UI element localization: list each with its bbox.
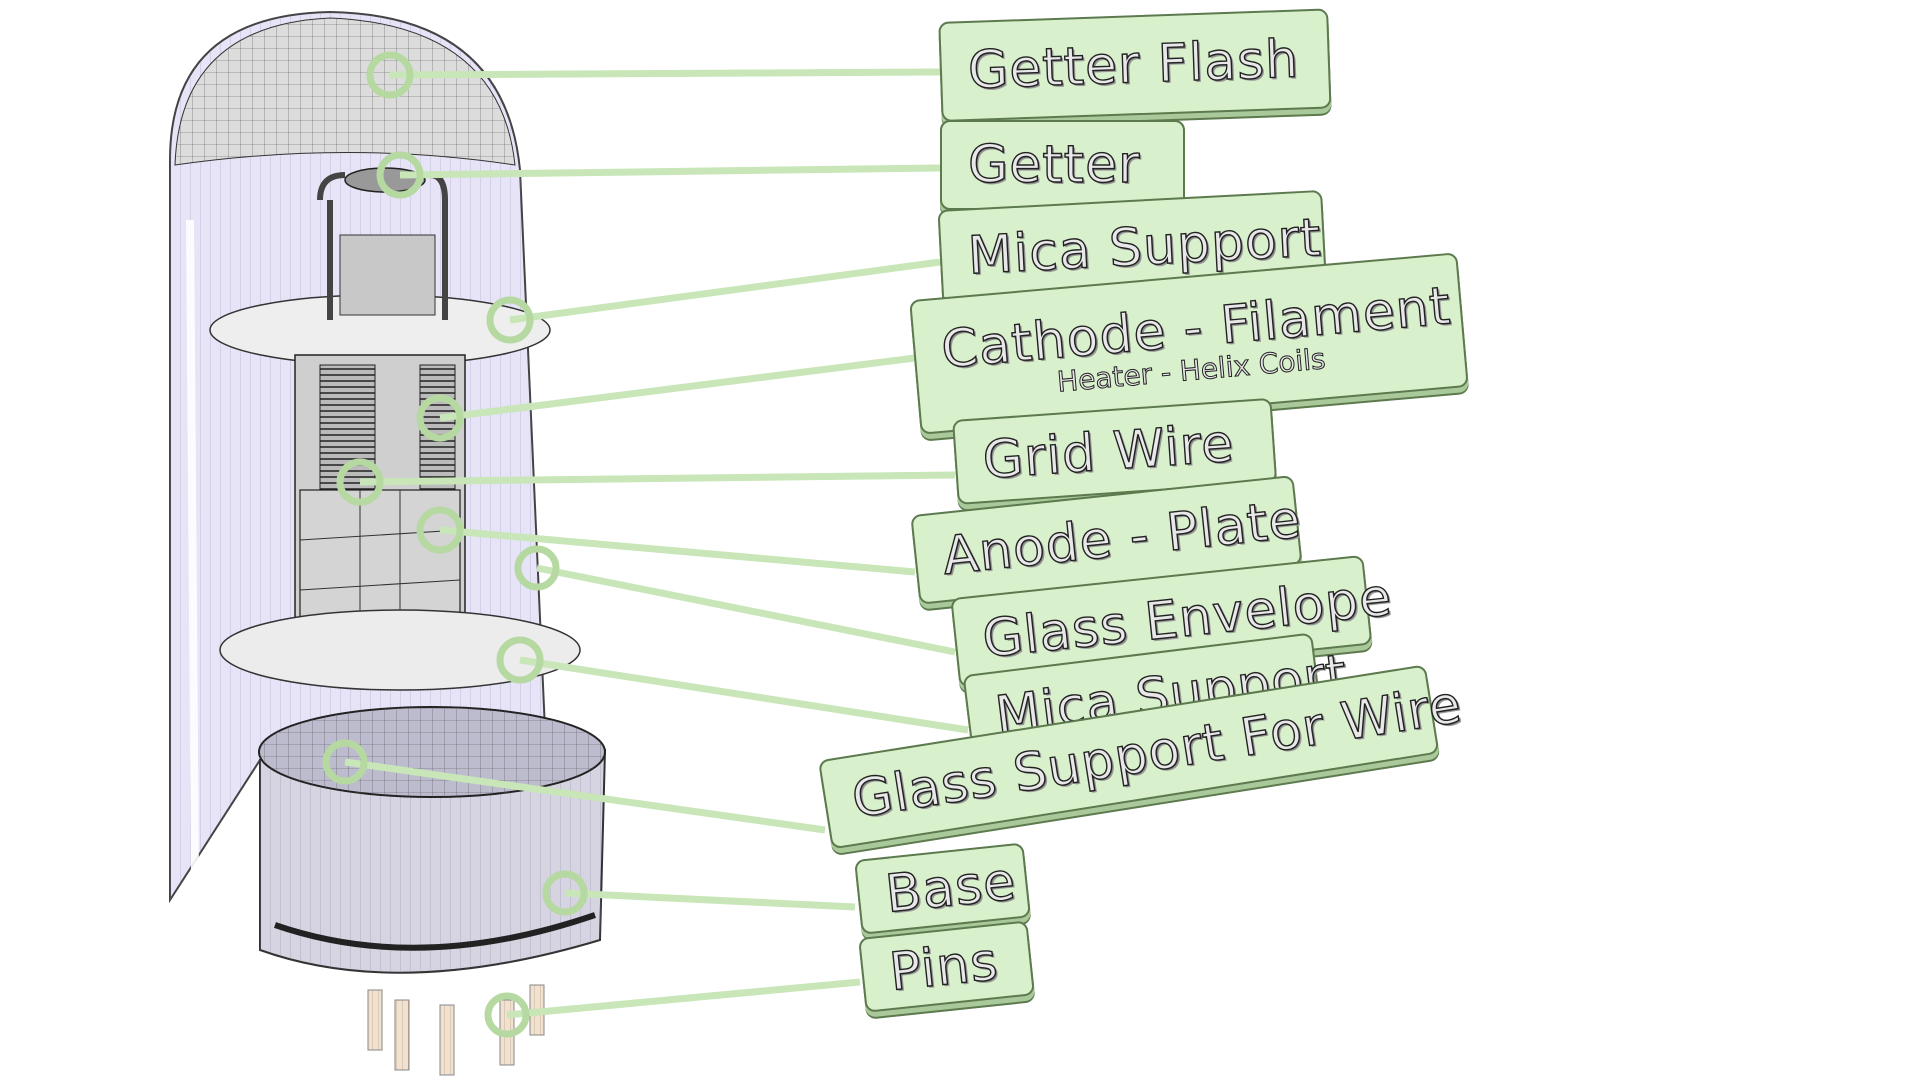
base-shape <box>258 706 607 974</box>
marker-rings <box>322 51 588 1038</box>
label-getter-flash: Getter Flash <box>938 8 1332 122</box>
label-text: Getter <box>967 135 1141 195</box>
mica-disc-bottom <box>219 609 581 691</box>
pins-shape <box>367 984 545 1076</box>
leader-lines <box>344 68 969 1019</box>
label-text: Base <box>882 850 1020 925</box>
label-text: Getter Flash <box>966 29 1301 102</box>
label-text: Grid Wire <box>980 412 1237 491</box>
label-getter: Getter <box>940 120 1185 210</box>
label-text: Pins <box>886 931 1002 1003</box>
